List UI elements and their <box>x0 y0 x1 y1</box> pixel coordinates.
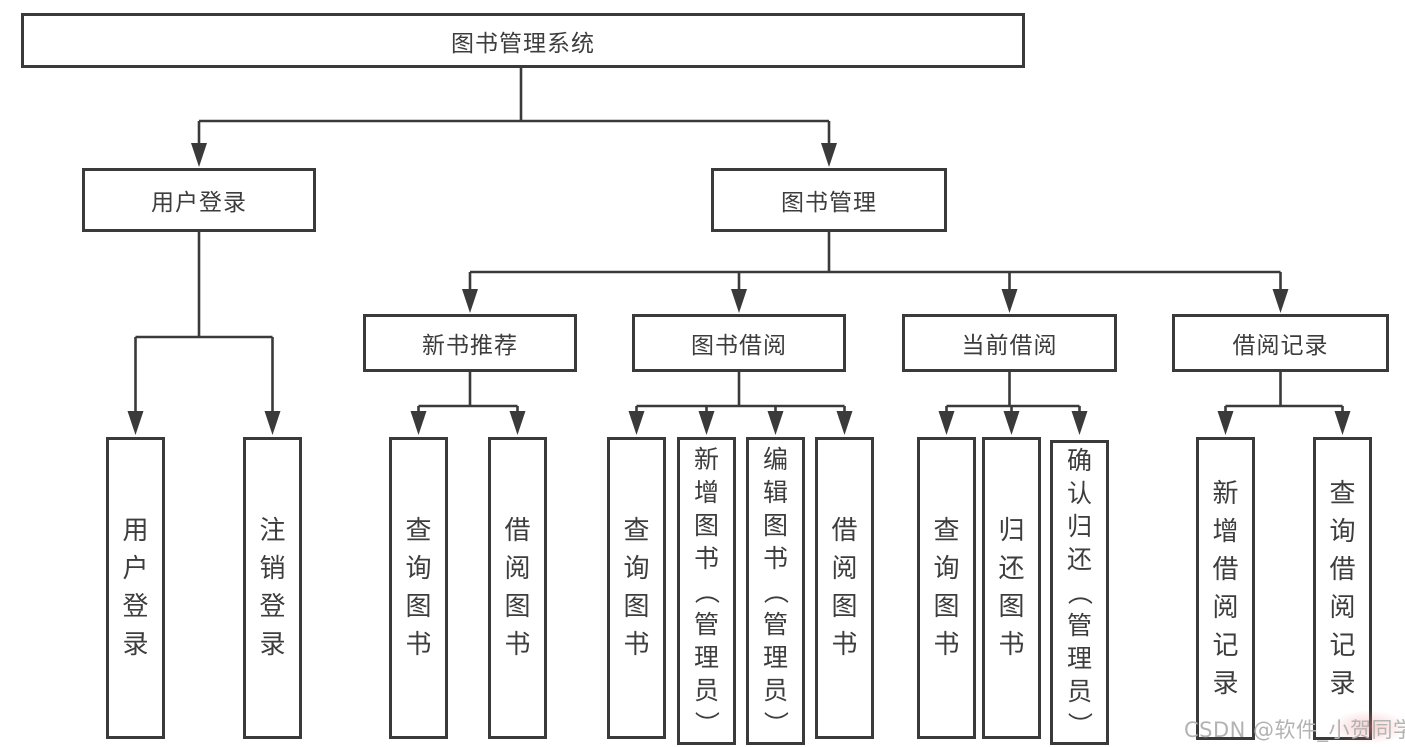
node-book-borrowing: 图书借阅 <box>632 314 846 372</box>
leaf-records-add-record: 新增借阅记录 <box>1196 437 1255 740</box>
leaf-borrowing-borrow-books: 借阅图书 <box>815 437 874 739</box>
leaf-logout: 注销登录 <box>243 437 302 739</box>
watermark-tint <box>1330 710 1405 744</box>
leaf-records-query-record: 查询借阅记录 <box>1313 437 1372 740</box>
leaf-borrowing-add-books-admin: 新增图书（管理员） <box>677 437 736 745</box>
node-library-management-system: 图书管理系统 <box>21 13 1025 68</box>
leaf-current-confirm-return-admin: 确认归还（管理员） <box>1050 440 1109 745</box>
leaf-current-return-books: 归还图书 <box>982 437 1041 739</box>
watermark: CSDN @软件_小贺同学 <box>1184 718 1405 742</box>
node-user-login: 用户登录 <box>82 168 316 232</box>
leaf-recommend-borrow-books: 借阅图书 <box>488 437 547 739</box>
leaf-borrowing-edit-books-admin: 编辑图书（管理员） <box>746 437 805 745</box>
leaf-current-query-books: 查询图书 <box>917 437 976 739</box>
node-current-borrowing: 当前借阅 <box>902 314 1117 372</box>
node-book-management: 图书管理 <box>711 168 947 232</box>
node-new-book-recommendation: 新书推荐 <box>363 314 577 372</box>
leaf-user-login: 用户登录 <box>106 437 165 739</box>
node-borrowing-records: 借阅记录 <box>1172 314 1389 372</box>
leaf-borrowing-query-books: 查询图书 <box>607 437 666 739</box>
leaf-recommend-query-books: 查询图书 <box>389 437 448 739</box>
